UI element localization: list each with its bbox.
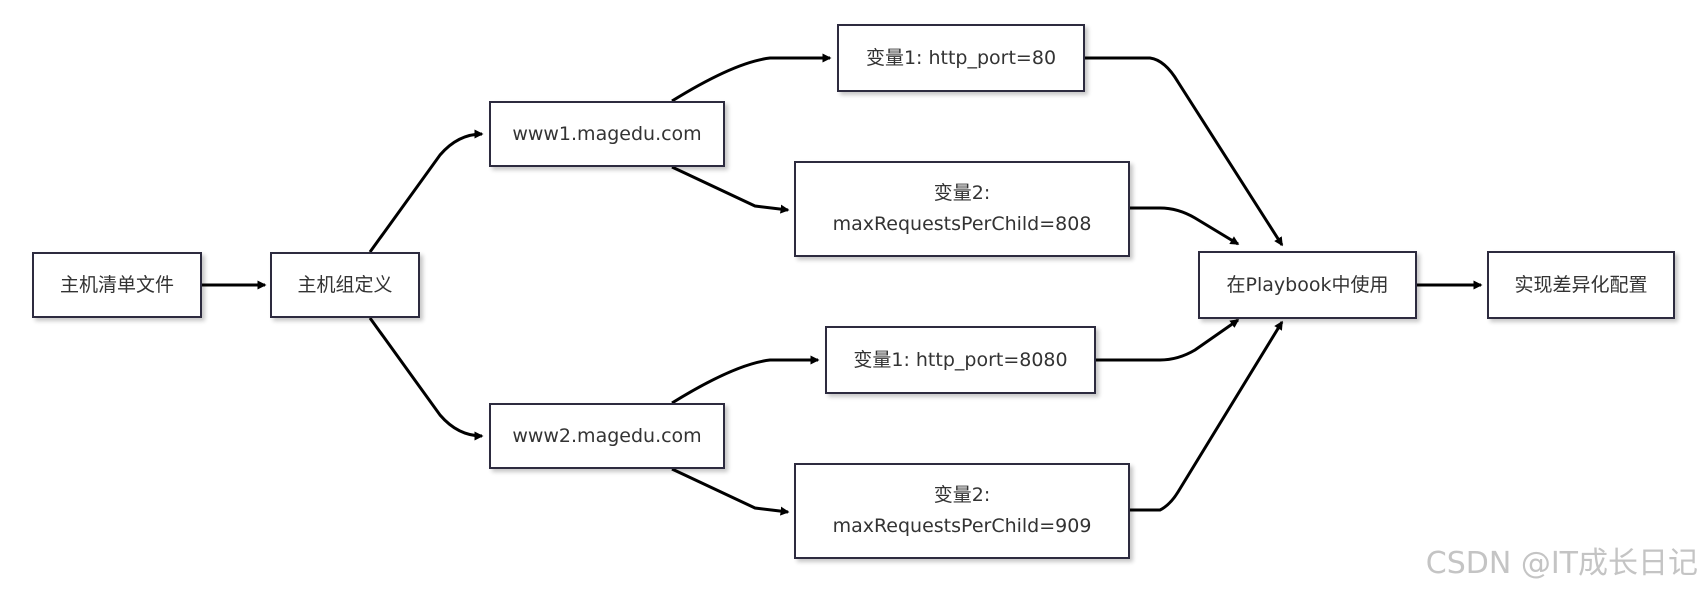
node-result-label: 实现差异化配置 — [1514, 273, 1648, 296]
node-www2-label: www2.magedu.com — [512, 424, 702, 447]
edge-www1-to-var2 — [671, 165, 790, 214]
node-www1-var2-line1: 变量2: — [933, 182, 991, 204]
edge-www1-to-var1 — [671, 53, 832, 103]
node-www2-var2: 变量2: maxRequestsPerChild=909 — [794, 463, 1130, 559]
node-www1-var2: 变量2: maxRequestsPerChild=808 — [794, 161, 1130, 257]
node-playbook: 在Playbook中使用 — [1198, 251, 1417, 319]
edge-www2-to-var2 — [671, 467, 790, 516]
edge-www2-to-var1 — [671, 355, 820, 405]
node-host-inventory: 主机清单文件 — [32, 252, 202, 318]
node-www1-var1-label: 变量1: http_port=80 — [865, 46, 1057, 69]
csdn-watermark: CSDN @IT成长日记 — [1425, 546, 1698, 581]
edge-var1b-to-playbook — [1096, 318, 1240, 362]
node-www1: www1.magedu.com — [489, 101, 725, 167]
node-result: 实现差异化配置 — [1487, 251, 1675, 319]
node-www1-var1: 变量1: http_port=80 — [837, 24, 1085, 92]
node-host-group-label: 主机组定义 — [297, 273, 393, 296]
edge-group-to-www1 — [368, 129, 484, 253]
node-www2: www2.magedu.com — [489, 403, 725, 469]
edge-var2b-to-playbook — [1130, 320, 1284, 512]
node-www2-var2-line2: maxRequestsPerChild=909 — [832, 515, 1092, 537]
node-www2-var1: 变量1: http_port=8080 — [825, 326, 1096, 394]
node-www1-label: www1.magedu.com — [512, 122, 702, 145]
node-www2-var1-label: 变量1: http_port=8080 — [853, 348, 1068, 371]
node-www2-var2-line1: 变量2: — [933, 484, 991, 506]
edge-var1-to-playbook — [1085, 56, 1284, 247]
edge-group-to-www2 — [368, 317, 484, 441]
edge-var2-to-playbook — [1130, 206, 1240, 246]
node-playbook-label: 在Playbook中使用 — [1226, 273, 1389, 296]
node-host-group: 主机组定义 — [270, 252, 420, 318]
node-www1-var2-line2: maxRequestsPerChild=808 — [832, 213, 1092, 235]
node-host-inventory-label: 主机清单文件 — [59, 273, 174, 296]
